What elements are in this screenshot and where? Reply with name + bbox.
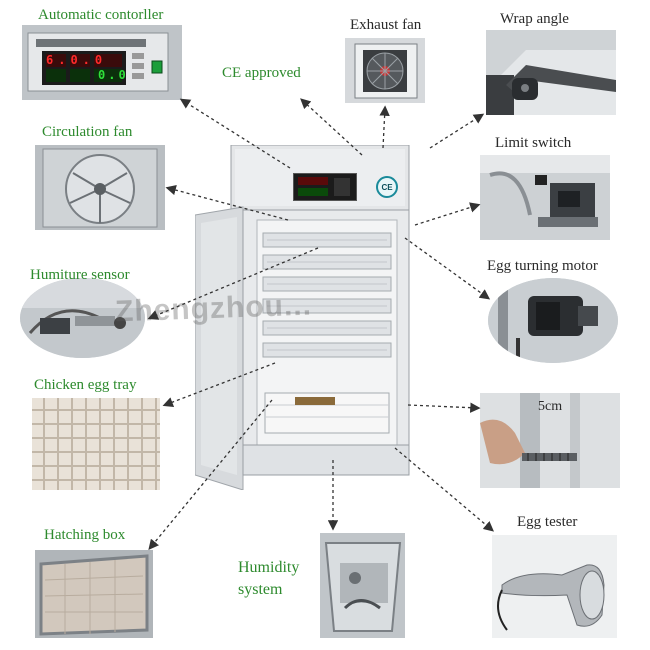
circulation-fan-graphic [35,145,165,230]
label-chicken-egg-tray: Chicken egg tray [34,377,137,393]
exhaust-fan-photo [345,38,425,103]
egg-tester-graphic [492,535,617,638]
label-limit-switch: Limit switch [495,135,572,151]
incubator-controller-display [293,173,357,201]
arrow-wrap-angle [429,113,485,149]
measurement-photo [480,393,620,488]
hatching-box-graphic [35,550,153,638]
label-ce-approved: CE approved [222,65,301,81]
wrap-angle-photo [486,30,616,115]
ce-mark-text: CE [381,182,393,192]
label-egg-tester: Egg tester [517,514,578,530]
wrap-angle-graphic [486,30,616,115]
humidity-system-graphic [320,533,405,638]
arrow-limit-switch [414,202,481,226]
label-wrap-angle: Wrap angle [500,11,569,27]
label-circulation-fan: Circulation fan [42,124,133,140]
label-hatching-box: Hatching box [44,527,126,543]
egg-turning-motor-photo [488,278,618,363]
label-automatic-controller: Automatic contorller [38,7,164,23]
circulation-fan-photo [35,145,165,230]
measurement-graphic [480,393,620,488]
arrow-egg-turning-motor [404,237,491,300]
label-humiture-sensor: Humiture sensor [30,267,130,283]
egg-turning-motor-graphic [488,278,618,363]
ce-mark-badge: CE [376,176,398,198]
label-humidity-system-line1: Humidity [238,559,300,576]
label-measurement: 5cm [538,399,563,414]
chicken-egg-tray-graphic [32,398,160,490]
humidity-system-photo [320,533,405,638]
limit-switch-photo [480,155,610,240]
chicken-egg-tray-photo [32,398,160,490]
limit-switch-graphic [480,155,610,240]
watermark-text: Zhengzhou... [114,288,313,329]
exhaust-fan-graphic [345,38,425,103]
controller-panel-graphic [22,25,182,100]
label-exhaust-fan: Exhaust fan [350,17,422,33]
egg-tester-photo [492,535,617,638]
arrow-measurement [407,402,481,413]
controller-red-readout: 6.0.0 [46,53,108,67]
automatic-controller-photo: 6.0.0 0.0 [22,25,182,100]
label-humidity-system-line2: system [238,581,283,598]
arrow-exhaust-fan [379,105,390,149]
hatching-box-photo [35,550,153,638]
label-egg-turning-motor: Egg turning motor [487,258,598,274]
controller-green-readout: 0.0 [98,68,129,82]
